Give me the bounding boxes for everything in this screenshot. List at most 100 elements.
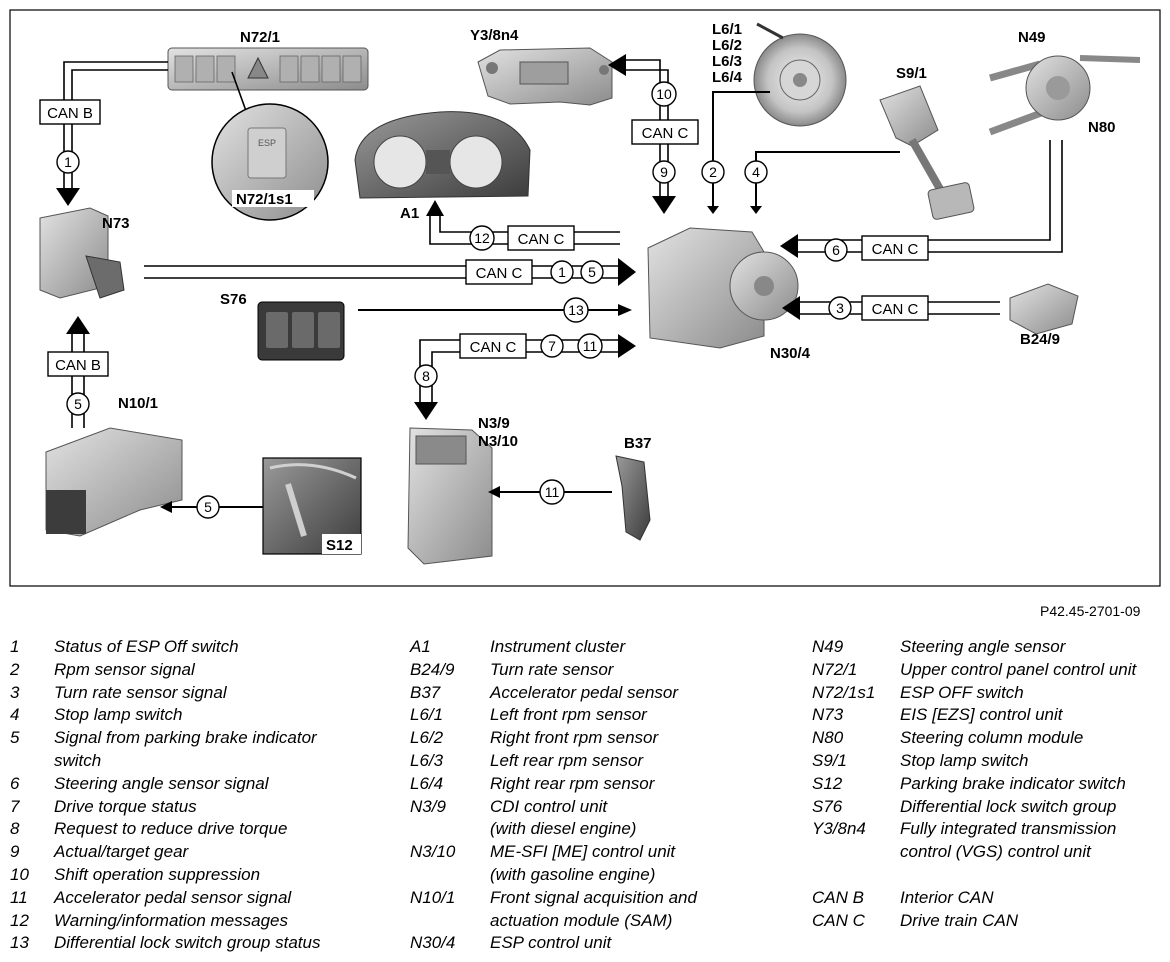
label-a1: A1: [400, 205, 419, 222]
legend-key: N72/1: [812, 659, 858, 679]
legend-value: ME-SFI [ME] control unit: [490, 842, 676, 862]
signal-8: 8: [414, 364, 438, 388]
legend-key: [410, 864, 490, 887]
legend-key: [410, 818, 490, 841]
legend-key: S12: [812, 773, 843, 793]
legend-value: Differential lock switch group: [900, 796, 1117, 816]
legend-value: Steering column module: [900, 728, 1084, 748]
can-b-box-bottom: CAN B: [47, 351, 109, 377]
can-c-box-n80: CAN C: [861, 235, 929, 261]
legend-row: N30/4 ESP control unit: [410, 932, 810, 955]
svg-text:1: 1: [558, 264, 566, 280]
legend-value: ESP control unit: [490, 933, 612, 953]
can-c-label: CAN C: [470, 339, 517, 356]
n72-1s1-esp-switch-image: [211, 103, 329, 221]
can-b-label: CAN B: [55, 357, 101, 374]
signal-5: 5: [580, 260, 604, 284]
svg-text:1: 1: [64, 154, 72, 170]
legend-row: N72/1 Upper control panel control unit: [812, 659, 1164, 682]
legend-key: 12: [10, 910, 29, 930]
legend-key: B37: [410, 682, 441, 702]
legend-key: N73: [812, 705, 844, 725]
svg-text:8: 8: [422, 368, 430, 384]
legend-key: 7: [10, 796, 20, 816]
can-b-label: CAN B: [47, 105, 93, 122]
signal-6: 6: [824, 238, 848, 262]
legend-value: Fully integrated transmission: [900, 819, 1117, 839]
arrow-to-y3-8n4: [608, 54, 626, 76]
legend-key: 10: [10, 864, 29, 884]
signal-12: 12: [469, 225, 495, 251]
legend-key: 11: [10, 887, 28, 907]
label-b24-9: B24/9: [1020, 331, 1060, 348]
legend-value: Turn rate sensor signal: [54, 682, 227, 702]
arrow-to-n30-4-from-y3: [652, 196, 676, 214]
svg-text:2: 2: [709, 164, 717, 180]
legend-key: [410, 910, 490, 933]
signal-2: 2: [701, 160, 725, 184]
label-n49: N49: [1018, 29, 1046, 46]
svg-text:5: 5: [74, 396, 82, 412]
legend-value: Upper control panel control unit: [900, 659, 1137, 679]
legend-value: switch: [54, 750, 102, 770]
legend-value: Instrument cluster: [490, 637, 626, 656]
arrow-to-n30-4-can: [618, 258, 636, 286]
legend-value: Left front rpm sensor: [490, 705, 647, 725]
label-l6-1: L6/1: [712, 21, 742, 38]
can-c-box-a1: CAN C: [507, 225, 575, 251]
can-c-box-n3: CAN C: [459, 333, 527, 359]
legend-key: N30/4: [410, 933, 456, 953]
b37-accelerator-pedal-sensor-image: [615, 455, 651, 541]
legend-value: EIS [EZS] control unit: [900, 705, 1063, 725]
legend-key: N3/9: [410, 796, 446, 816]
arrow-to-n73-from-n10: [66, 316, 90, 334]
s12-parking-brake-switch-image: [262, 457, 362, 555]
can-c-box-b24: CAN C: [861, 295, 929, 321]
legend-key: L6/3: [410, 750, 444, 770]
diagram-frame: [9, 9, 1161, 587]
legend-value: (with gasoline engine): [490, 864, 656, 884]
label-y3-8n4: Y3/8n4: [470, 27, 519, 44]
svg-text:7: 7: [548, 338, 556, 354]
signal-9: 9: [652, 160, 676, 184]
label-n3-10: N3/10: [478, 433, 518, 450]
svg-text:5: 5: [204, 499, 212, 515]
legend-key: [10, 750, 54, 773]
n72-1-control-panel-image: [167, 47, 369, 91]
legend-key: 8: [10, 819, 20, 839]
signal-7: 7: [540, 334, 564, 358]
legend-row: [812, 864, 1164, 887]
legend-key: L6/4: [410, 773, 444, 793]
signal-11: 11: [539, 479, 565, 505]
legend-value: control (VGS) control unit: [900, 842, 1091, 862]
label-l6-4: L6/4: [712, 69, 743, 86]
legend-key: N49: [812, 637, 844, 656]
label-n72-1s1: N72/1s1: [236, 191, 293, 208]
n30-4-esp-control-unit-image: [647, 227, 799, 349]
legend-value: Stop lamp switch: [900, 750, 1029, 770]
legend-key: 5: [10, 728, 20, 748]
legend-key: 9: [10, 842, 20, 862]
label-n72-1: N72/1: [240, 29, 280, 46]
can-c-label: CAN C: [872, 301, 919, 318]
signal-3: 3: [828, 296, 852, 320]
figure-reference: P42.45-2701-09: [1040, 603, 1141, 619]
svg-text:12: 12: [474, 230, 490, 246]
n49-steering-angle-sensor-image: [988, 55, 1141, 136]
